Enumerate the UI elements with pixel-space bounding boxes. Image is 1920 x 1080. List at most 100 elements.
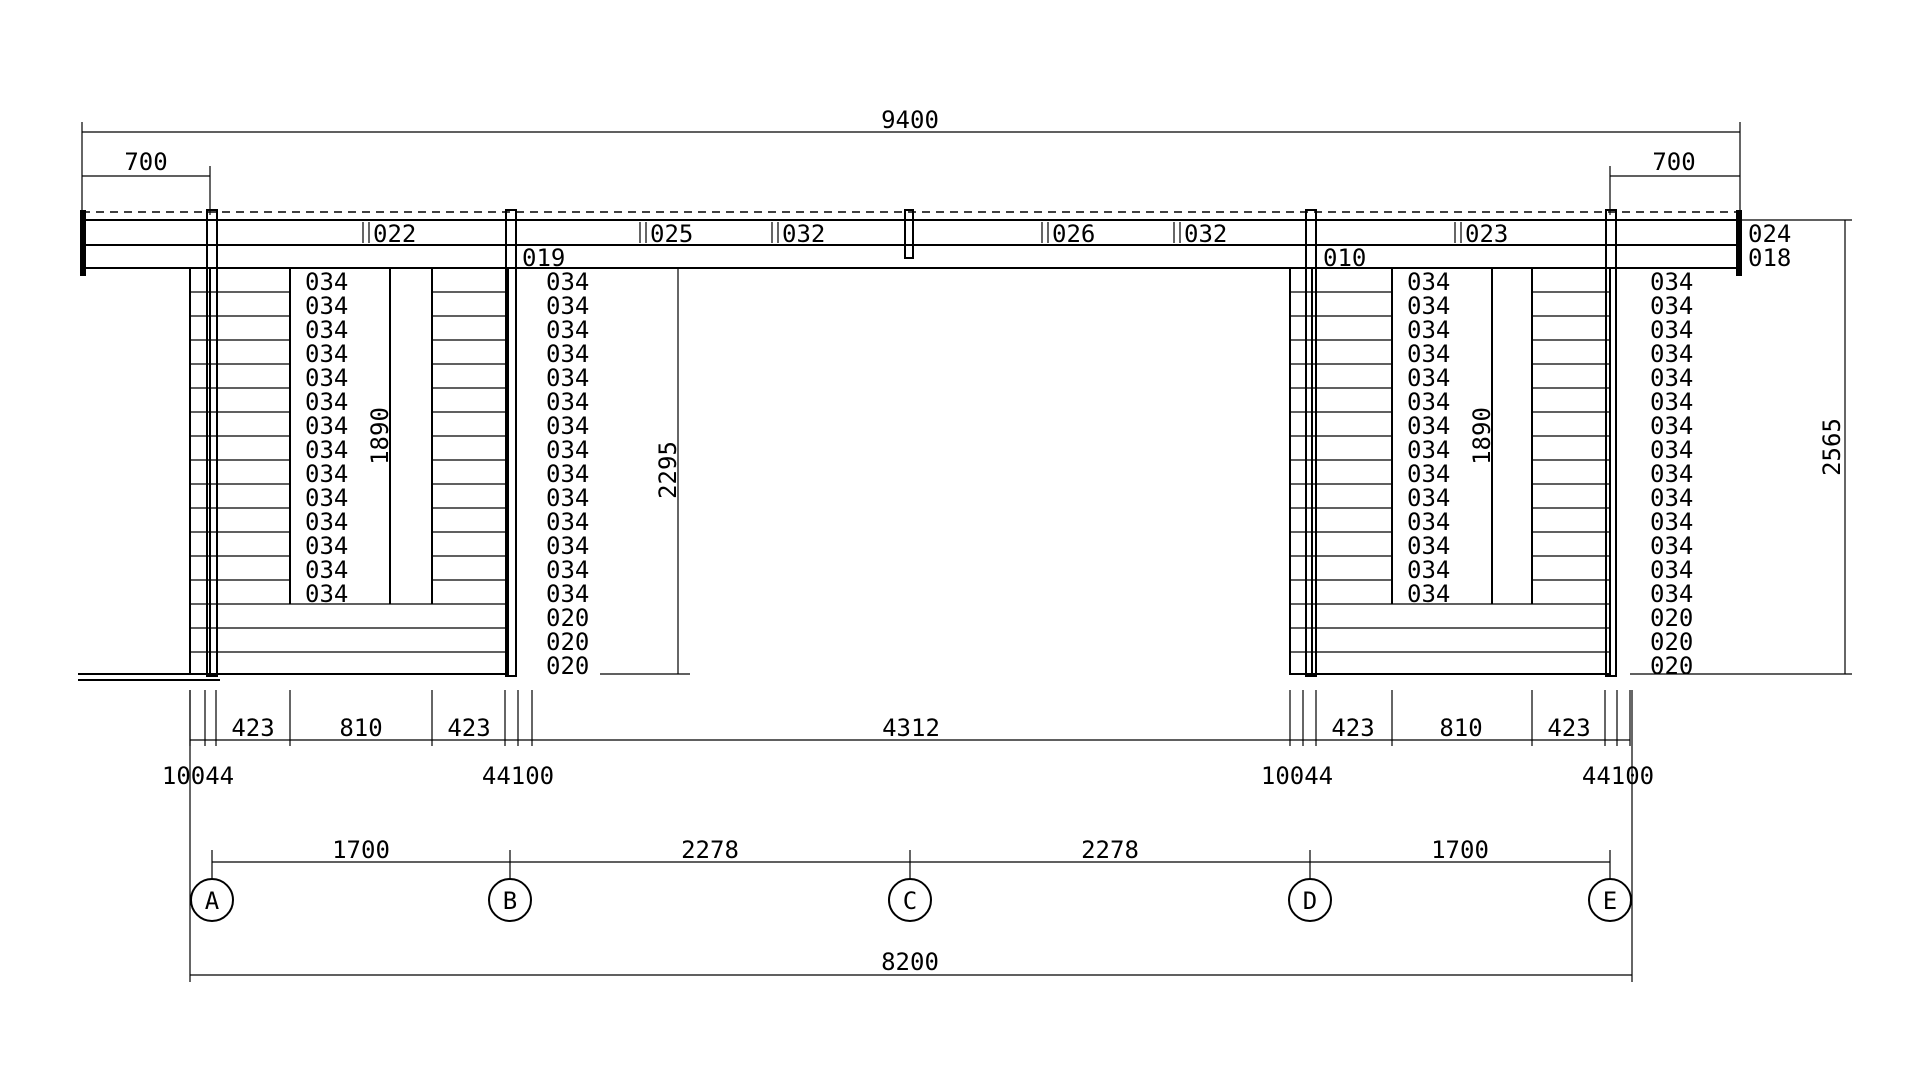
course-label: 034 [546, 268, 589, 296]
log-label: 034 [305, 388, 348, 416]
course-label: 020 [546, 652, 589, 680]
seg-left-1: 423 [231, 714, 274, 742]
log-label: 034 [1407, 316, 1450, 344]
seg-left-2: 810 [339, 714, 382, 742]
log-label: 034 [305, 436, 348, 464]
log-label: 034 [305, 532, 348, 560]
course-label: 034 [1650, 484, 1693, 512]
axis-marker-d: D [1288, 878, 1332, 922]
dim-bottom-overall: 8200 [189, 690, 1633, 982]
beam-label-5: 032 [1184, 220, 1227, 248]
axis-marker-c: C [888, 878, 932, 922]
axis-dim-3: 2278 [1081, 836, 1139, 864]
course-label: 034 [546, 532, 589, 560]
right-wall-block: 1890 [1289, 267, 1611, 675]
course-label: 034 [1650, 580, 1693, 608]
seg-left-3: 423 [447, 714, 490, 742]
log-label: 034 [305, 292, 348, 320]
log-label: 034 [305, 340, 348, 368]
course-label: 020 [546, 604, 589, 632]
post-a [206, 209, 218, 677]
right-log-courses [1290, 291, 1610, 653]
course-label: 034 [546, 388, 589, 416]
log-label: 034 [1407, 268, 1450, 296]
course-label: 034 [546, 460, 589, 488]
seg-right-2: 810 [1439, 714, 1482, 742]
log-label: 034 [1407, 508, 1450, 536]
right-opening-height-label: 1890 [1468, 407, 1496, 465]
dim-total-height: 2565 [1630, 219, 1852, 675]
course-label: 034 [546, 412, 589, 440]
axis-a-label: A [205, 887, 220, 915]
log-label: 034 [1407, 532, 1450, 560]
course-label: 034 [1650, 292, 1693, 320]
axis-dim-4: 1700 [1431, 836, 1489, 864]
course-label: 034 [546, 484, 589, 512]
dim-segments: 423 810 423 4312 423 810 423 10044 44100… [162, 690, 1654, 790]
course-label: 034 [546, 364, 589, 392]
log-label: 034 [1407, 364, 1450, 392]
log-label: 034 [1407, 292, 1450, 320]
dim-center-opening: 2295 [600, 267, 690, 675]
log-labels-left: 0340340340340340340340340340340340340340… [305, 268, 348, 608]
roof-beam: 022 025 032 026 032 023 024 018 019 010 [80, 209, 1791, 276]
log-label: 034 [305, 484, 348, 512]
dim-left-overhang: 700 [82, 148, 211, 215]
log-label: 034 [1407, 580, 1450, 608]
post-e [1605, 209, 1617, 677]
course-label: 034 [1650, 388, 1693, 416]
course-labels-e: 0340340340340340340340340340340340340340… [1650, 268, 1693, 680]
axis-marker-a: A [190, 878, 234, 922]
dim-8200-label: 8200 [881, 948, 939, 976]
log-label: 034 [305, 316, 348, 344]
log-label: 034 [1407, 460, 1450, 488]
log-label: 034 [1407, 340, 1450, 368]
log-label: 034 [1407, 484, 1450, 512]
small-dim-e: 44100 [1582, 762, 1654, 790]
small-dim-b: 44100 [482, 762, 554, 790]
log-label: 034 [305, 556, 348, 584]
axis-d-label: D [1303, 887, 1317, 915]
dim-right-overhang-label: 700 [1652, 148, 1695, 176]
dim-9400-label: 9400 [881, 106, 939, 134]
course-label: 020 [1650, 628, 1693, 656]
total-height-label: 2565 [1818, 418, 1846, 476]
course-label: 034 [1650, 364, 1693, 392]
course-label: 034 [546, 292, 589, 320]
log-label: 034 [1407, 412, 1450, 440]
seg-right-3: 423 [1547, 714, 1590, 742]
log-labels-right: 0340340340340340340340340340340340340340… [1407, 268, 1450, 608]
log-label: 034 [305, 268, 348, 296]
course-label: 034 [1650, 460, 1693, 488]
dim-axes: 1700 2278 2278 1700 [211, 836, 1611, 884]
axis-marker-b: B [488, 878, 532, 922]
course-labels-b: 0340340340340340340340340340340340340340… [546, 268, 589, 680]
course-label: 034 [1650, 340, 1693, 368]
small-dim-d: 10044 [1261, 762, 1333, 790]
course-label: 034 [1650, 436, 1693, 464]
course-label: 034 [546, 316, 589, 344]
center-opening-height-label: 2295 [654, 441, 682, 499]
dim-top-overall: 9400 [81, 106, 1741, 215]
small-dim-a: 10044 [162, 762, 234, 790]
log-label: 034 [305, 364, 348, 392]
course-label: 034 [1650, 412, 1693, 440]
axis-e-label: E [1603, 887, 1617, 915]
log-label: 034 [305, 580, 348, 608]
axis-b-label: B [503, 887, 517, 915]
course-label: 034 [546, 580, 589, 608]
seg-middle: 4312 [882, 714, 940, 742]
left-wall-block: 1890 [78, 267, 509, 681]
log-label: 034 [305, 508, 348, 536]
course-label: 020 [546, 628, 589, 656]
axis-dim-1: 1700 [332, 836, 390, 864]
course-label: 034 [546, 436, 589, 464]
course-label: 020 [1650, 652, 1693, 680]
dim-left-overhang-label: 700 [124, 148, 167, 176]
beam-label-4: 026 [1052, 220, 1095, 248]
course-label: 020 [1650, 604, 1693, 632]
course-label: 034 [1650, 556, 1693, 584]
beam-label-3: 032 [782, 220, 825, 248]
right-end-label-1: 024 [1748, 220, 1791, 248]
